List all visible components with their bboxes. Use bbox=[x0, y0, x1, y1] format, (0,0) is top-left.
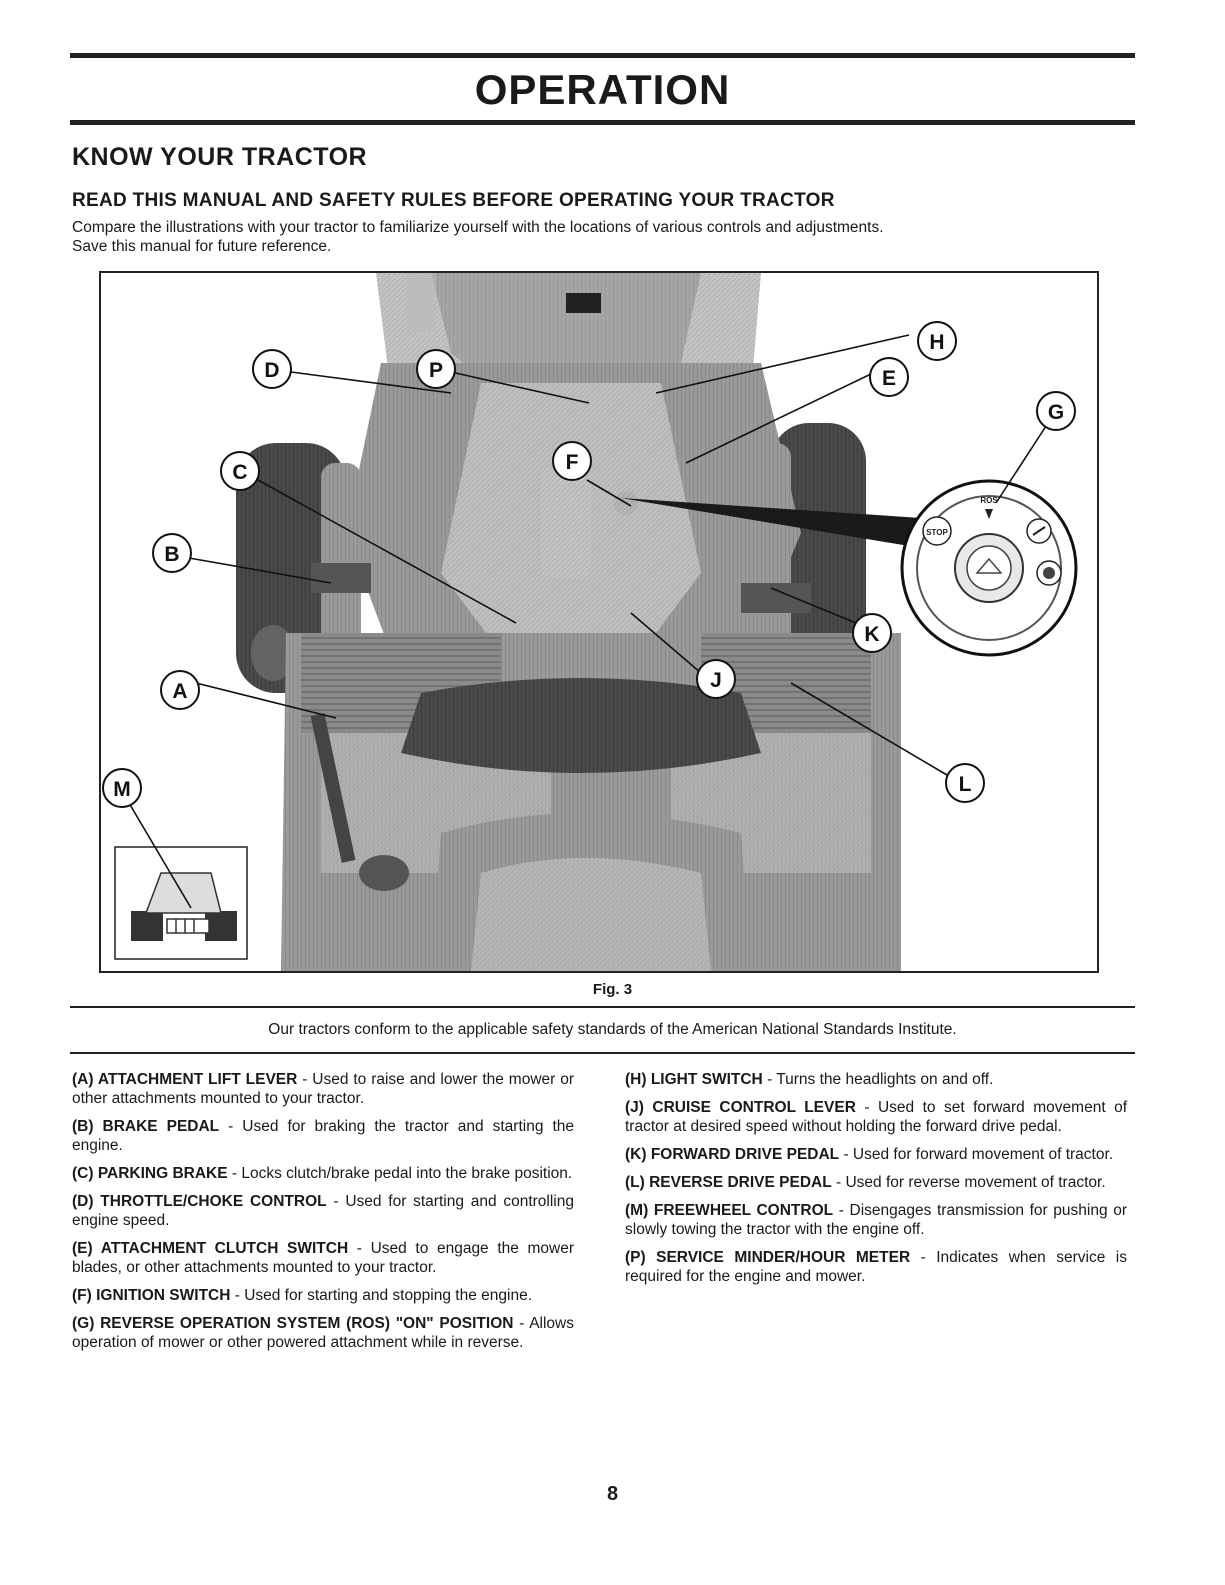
control-item-e: (E) ATTACHMENT CLUTCH SWITCH - Used to e… bbox=[72, 1240, 575, 1276]
top-rule-thick bbox=[70, 53, 1135, 58]
tractor-controls-figure: STOP ROS bbox=[99, 271, 1099, 973]
page-subheading: READ THIS MANUAL AND SAFETY RULES BEFORE… bbox=[72, 190, 835, 211]
control-item-l: (L) REVERSE DRIVE PEDAL - Used for rever… bbox=[625, 1174, 1106, 1191]
callout-m: M bbox=[102, 768, 142, 808]
intro-line-2: Save this manual for future reference. bbox=[72, 238, 332, 255]
tractor-seat bbox=[401, 678, 761, 773]
callout-p: P bbox=[416, 349, 456, 389]
intro-line-1: Compare the illustrations with your trac… bbox=[72, 219, 884, 236]
stop-icon: STOP bbox=[922, 516, 952, 546]
svg-text:E: E bbox=[882, 367, 896, 390]
page-heading: KNOW YOUR TRACTOR bbox=[72, 143, 368, 171]
callout-d: D bbox=[252, 349, 292, 389]
control-item-f: (F) IGNITION SWITCH - Used for starting … bbox=[72, 1287, 532, 1304]
control-item-b: (B) BRAKE PEDAL - Used for braking the t… bbox=[72, 1118, 574, 1154]
control-item-c: (C) PARKING BRAKE - Locks clutch/brake p… bbox=[72, 1165, 573, 1182]
control-item-j: (J) CRUISE CONTROL LEVER - Used to set f… bbox=[625, 1099, 1128, 1135]
start-icon bbox=[1036, 560, 1062, 586]
svg-text:J: J bbox=[710, 669, 722, 692]
svg-text:D: D bbox=[264, 359, 279, 382]
callouts: A B C D E F G H J K L M P bbox=[102, 321, 1076, 808]
conformity-note: Our tractors conform to the applicable s… bbox=[268, 1021, 957, 1038]
svg-text:F: F bbox=[566, 451, 579, 474]
callout-a: A bbox=[160, 670, 200, 710]
callout-b: B bbox=[152, 533, 192, 573]
svg-text:K: K bbox=[864, 623, 879, 646]
ignition-switch-inset: STOP ROS bbox=[621, 479, 1078, 657]
control-item-k: (K) FORWARD DRIVE PEDAL - Used for forwa… bbox=[625, 1146, 1114, 1163]
control-item-d: (D) THROTTLE/CHOKE CONTROL - Used for st… bbox=[72, 1193, 574, 1229]
control-item-a: (A) ATTACHMENT LIFT LEVER - Used to rais… bbox=[72, 1071, 574, 1107]
callout-f: F bbox=[552, 441, 592, 481]
callout-leaders bbox=[128, 334, 1049, 909]
caption-rule-top bbox=[70, 1006, 1135, 1008]
freewheel-inset bbox=[114, 846, 248, 960]
control-item-g: (G) REVERSE OPERATION SYSTEM (ROS) "ON" … bbox=[72, 1315, 574, 1351]
figure-caption: Fig. 3 bbox=[592, 981, 633, 998]
callout-c: C bbox=[220, 451, 260, 491]
callout-k: K bbox=[852, 613, 892, 653]
svg-text:P: P bbox=[429, 359, 443, 382]
svg-text:B: B bbox=[164, 543, 179, 566]
control-item-h: (H) LIGHT SWITCH - Turns the headlights … bbox=[625, 1071, 994, 1088]
controls-list-left: (A) ATTACHMENT LIFT LEVER - Used to rais… bbox=[72, 1070, 574, 1361]
tractor-illustration: STOP ROS bbox=[102, 273, 1078, 971]
svg-text:A: A bbox=[172, 680, 187, 703]
svg-text:C: C bbox=[232, 461, 247, 484]
control-item-m: (M) FREEWHEEL CONTROL - Disengages trans… bbox=[625, 1202, 1127, 1238]
title-underline-rule bbox=[70, 120, 1135, 125]
ros-icon: ROS bbox=[980, 496, 998, 519]
controls-list-right: (H) LIGHT SWITCH - Turns the headlights … bbox=[625, 1070, 1127, 1295]
callout-j: J bbox=[696, 659, 736, 699]
control-item-p: (P) SERVICE MINDER/HOUR METER - Indicate… bbox=[625, 1249, 1128, 1285]
callout-l: L bbox=[945, 763, 985, 803]
callout-h: H bbox=[917, 321, 957, 361]
svg-text:M: M bbox=[113, 778, 131, 801]
page-number: 8 bbox=[606, 1483, 619, 1505]
callout-e: E bbox=[869, 357, 909, 397]
svg-text:L: L bbox=[959, 773, 972, 796]
callout-g: G bbox=[1036, 391, 1076, 431]
svg-text:STOP: STOP bbox=[926, 528, 948, 537]
svg-text:H: H bbox=[929, 331, 944, 354]
light-icon bbox=[1026, 518, 1052, 544]
intro-paragraph: Compare the illustrations with your trac… bbox=[72, 218, 1137, 256]
caption-rule-bottom bbox=[70, 1052, 1135, 1054]
section-title: OPERATION bbox=[474, 66, 731, 113]
svg-text:ROS: ROS bbox=[980, 496, 998, 505]
svg-text:G: G bbox=[1048, 401, 1064, 424]
